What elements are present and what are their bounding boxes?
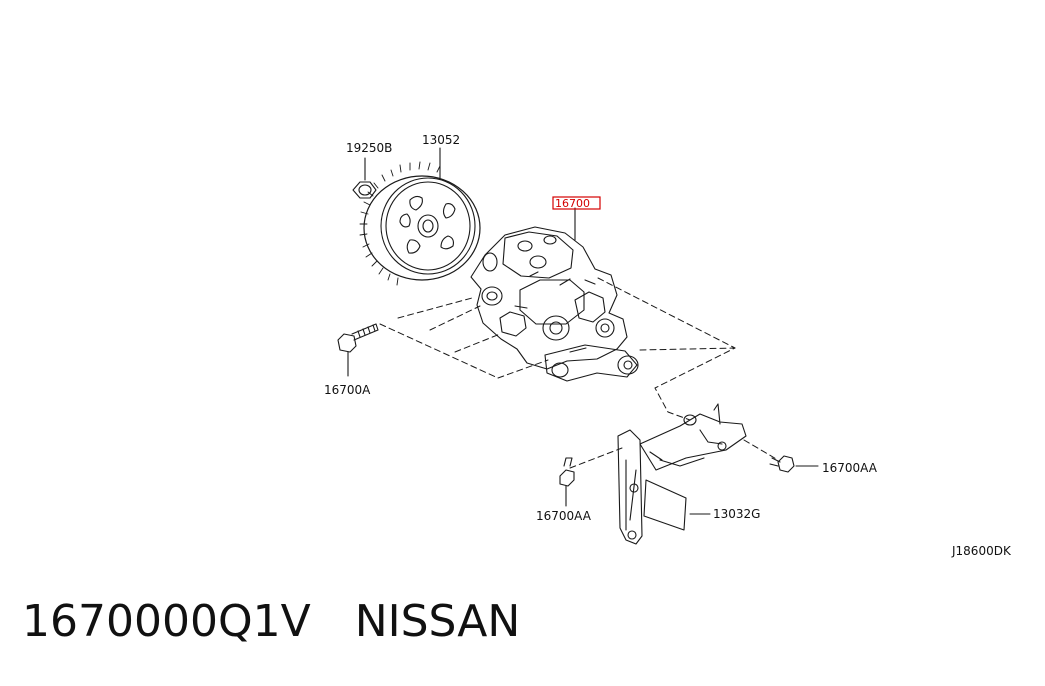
bolt-bracket-right xyxy=(769,455,819,473)
part-caption: 1670000Q1V NISSAN xyxy=(22,596,520,647)
label-bracket: 13032G xyxy=(713,507,760,521)
bolt-left xyxy=(337,323,379,377)
brand-name: NISSAN xyxy=(354,596,521,647)
nut-part xyxy=(352,157,377,199)
bracket-part xyxy=(617,403,747,545)
bolt-bracket-left xyxy=(559,457,575,507)
label-bolt-left: 16700A xyxy=(324,383,371,397)
pump-assembly xyxy=(470,207,639,382)
label-pump: 16700 xyxy=(555,197,590,210)
figure-code: J18600DK xyxy=(951,544,1012,558)
sprocket-gear xyxy=(359,161,481,286)
label-bolt-bracket-right: 16700AA xyxy=(822,461,878,475)
part-number: 1670000Q1V xyxy=(22,596,311,647)
label-bolt-bracket-left: 16700AA xyxy=(536,509,592,523)
label-nut: 19250B xyxy=(346,141,392,155)
label-sprocket: 13052 xyxy=(422,133,460,147)
highlight-box xyxy=(552,196,601,210)
